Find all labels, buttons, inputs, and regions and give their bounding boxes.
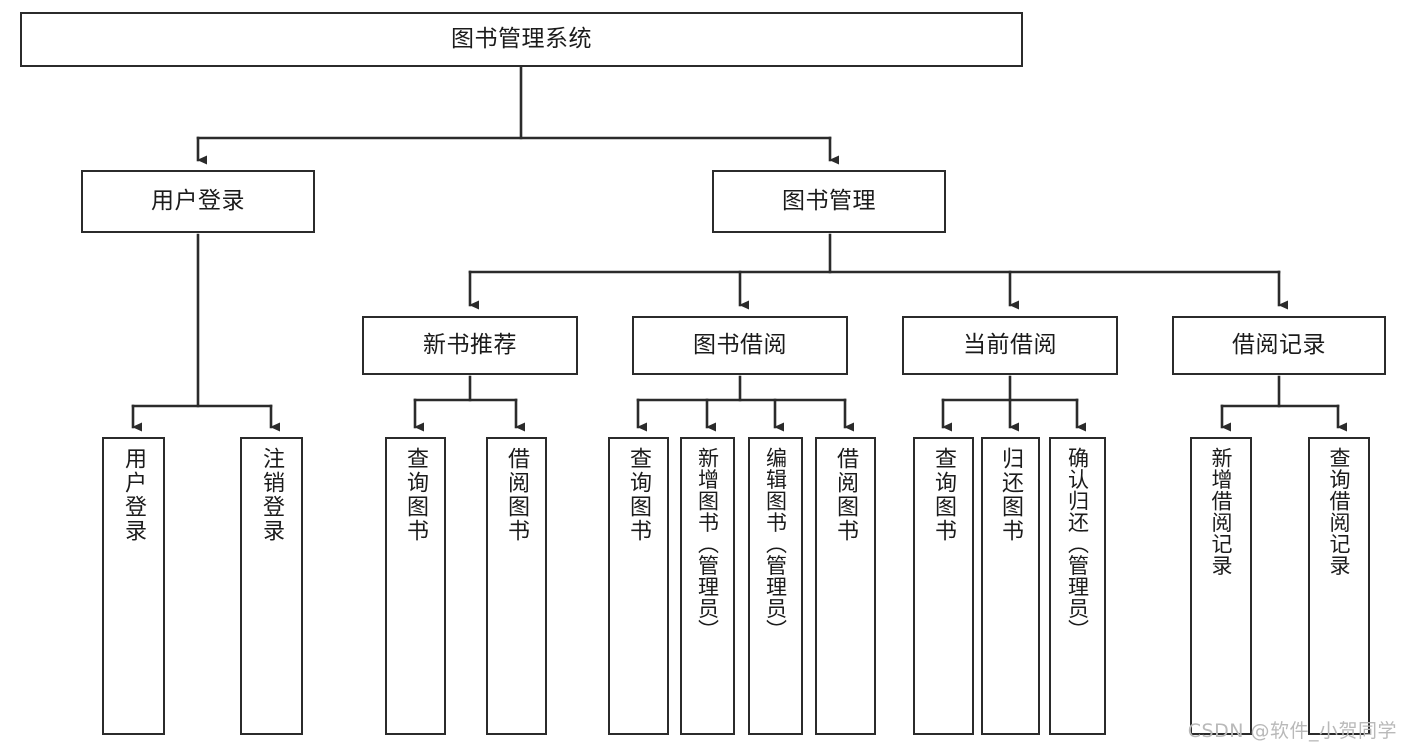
- node-label: 编辑图书（管理员）: [763, 447, 788, 641]
- node-label: 新增借阅记录: [1209, 447, 1234, 576]
- node-leaf-query-books-newbook[interactable]: 查询图书: [385, 437, 446, 735]
- node-leaf-borrow-books-newbook[interactable]: 借阅图书: [486, 437, 547, 735]
- node-label: 查询借阅记录: [1327, 447, 1352, 576]
- node-new-book-recommendation[interactable]: 新书推荐: [362, 316, 578, 375]
- node-label: 确认归还（管理员）: [1065, 447, 1090, 641]
- node-label: 查询图书: [403, 447, 429, 543]
- node-label: 借阅图书: [504, 447, 530, 543]
- node-label: 新增图书（管理员）: [695, 447, 720, 641]
- node-leaf-query-books-borrow[interactable]: 查询图书: [608, 437, 669, 735]
- node-current-borrowing[interactable]: 当前借阅: [902, 316, 1118, 375]
- node-book-management[interactable]: 图书管理: [712, 170, 946, 233]
- node-user-login[interactable]: 用户登录: [81, 170, 315, 233]
- node-label: 用户登录: [151, 187, 245, 214]
- node-label: 查询图书: [626, 447, 652, 543]
- node-label: 借阅图书: [833, 447, 859, 543]
- node-label: 当前借阅: [963, 331, 1057, 358]
- node-label: 查询图书: [931, 447, 957, 543]
- node-leaf-query-borrow-record[interactable]: 查询借阅记录: [1308, 437, 1370, 735]
- node-leaf-user-login[interactable]: 用户登录: [102, 437, 165, 735]
- node-label: 图书管理系统: [451, 25, 592, 52]
- node-leaf-edit-book-admin[interactable]: 编辑图书（管理员）: [748, 437, 803, 735]
- node-leaf-return-books[interactable]: 归还图书: [981, 437, 1040, 735]
- node-label: 用户登录: [121, 447, 147, 543]
- node-label: 图书借阅: [693, 331, 787, 358]
- node-label: 注销登录: [259, 447, 285, 543]
- node-book-borrowing[interactable]: 图书借阅: [632, 316, 848, 375]
- node-leaf-query-books-current[interactable]: 查询图书: [913, 437, 974, 735]
- node-borrowing-records[interactable]: 借阅记录: [1172, 316, 1386, 375]
- node-root-book-management-system[interactable]: 图书管理系统: [20, 12, 1023, 67]
- node-leaf-add-borrow-record[interactable]: 新增借阅记录: [1190, 437, 1252, 735]
- node-label: 归还图书: [998, 447, 1024, 543]
- node-label: 新书推荐: [423, 331, 517, 358]
- watermark-text: CSDN @软件_小贺同学: [1187, 720, 1397, 742]
- node-label: 借阅记录: [1232, 331, 1326, 358]
- node-leaf-add-book-admin[interactable]: 新增图书（管理员）: [680, 437, 735, 735]
- node-leaf-confirm-return-admin[interactable]: 确认归还（管理员）: [1049, 437, 1106, 735]
- node-label: 图书管理: [782, 187, 876, 214]
- node-leaf-borrow-books[interactable]: 借阅图书: [815, 437, 876, 735]
- node-leaf-logout[interactable]: 注销登录: [240, 437, 303, 735]
